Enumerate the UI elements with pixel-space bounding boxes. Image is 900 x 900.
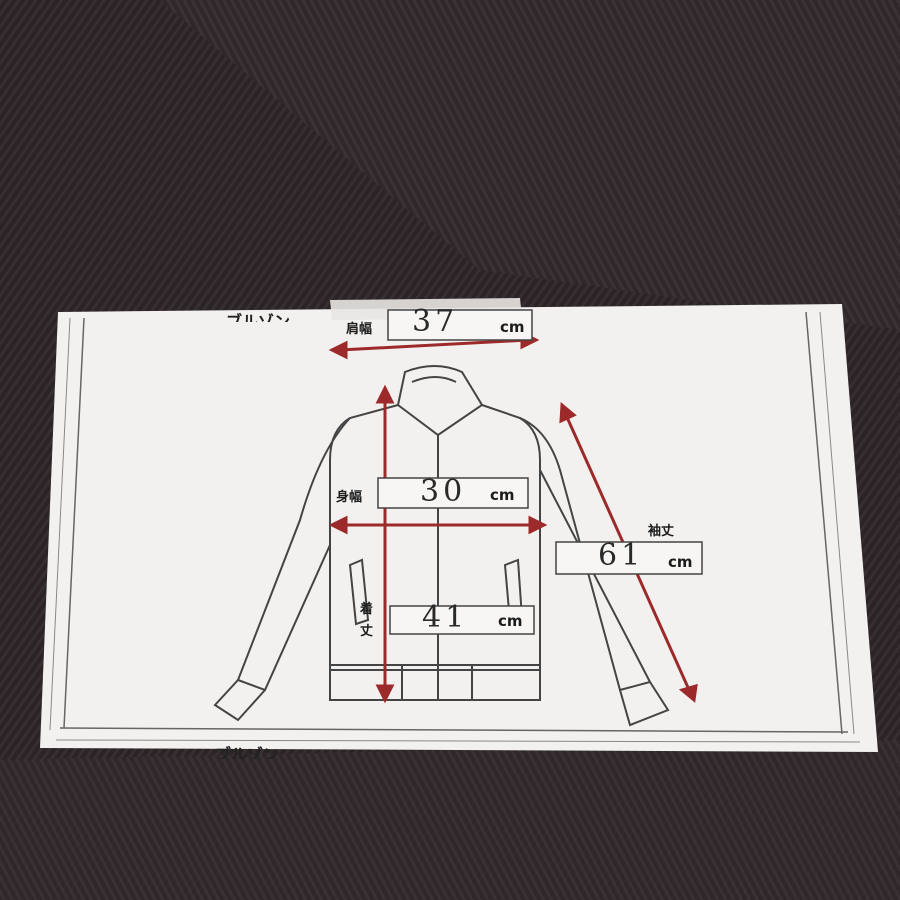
length-label-line2: 丈 <box>360 624 374 639</box>
chest-value: 30 <box>420 474 467 509</box>
length-unit: cm <box>498 612 523 630</box>
shoulder-unit: cm <box>500 318 525 336</box>
shoulder-label: 肩幅 <box>346 322 373 337</box>
chest-unit: cm <box>490 486 515 504</box>
sleeve-unit: cm <box>668 553 693 571</box>
top-header-text: ブルゾン <box>226 308 314 322</box>
sleeve-value: 61 <box>598 538 645 573</box>
bottom-header-label: ブルゾン <box>215 745 280 759</box>
frame-bottom-line <box>59 727 849 733</box>
length-label-line1: 着 <box>360 602 374 617</box>
top-header-label: ブルゾン <box>226 312 291 322</box>
frame-bottom-line-2 <box>55 739 861 743</box>
frame-right-line <box>805 311 843 735</box>
length-value: 41 <box>422 600 469 635</box>
shoulder-value: 37 <box>412 304 459 339</box>
sleeve-label: 袖丈 <box>648 524 675 539</box>
measurement-boxes <box>377 309 703 635</box>
frame-right-line-2 <box>819 311 855 735</box>
frame-left-line-2 <box>49 317 71 731</box>
jacket-diagram <box>213 365 670 727</box>
chest-label: 身幅 <box>336 490 363 505</box>
frame-left-line <box>63 317 85 729</box>
bottom-header-text: ブルゾン <box>215 741 303 759</box>
paper-sheet <box>40 304 878 752</box>
